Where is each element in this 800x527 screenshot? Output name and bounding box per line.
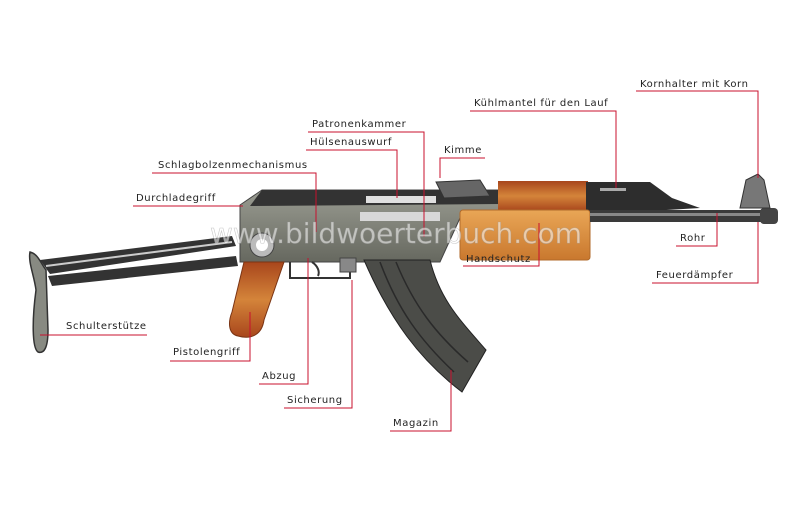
label-huelsenauswurf: Hülsenauswurf (310, 137, 392, 148)
label-sicherung: Sicherung (287, 395, 343, 406)
label-handschutz: Handschutz (466, 254, 531, 265)
label-patronenkammer: Patronenkammer (312, 119, 407, 130)
label-kornhalter: Kornhalter mit Korn (640, 79, 749, 90)
leader-lines (40, 90, 759, 432)
upper-handguard (498, 181, 588, 211)
pistol-grip (229, 261, 285, 338)
label-abzug: Abzug (262, 371, 297, 382)
label-schlagbolzen: Schlagbolzenmechanismus (158, 160, 308, 171)
shoulder-stock (28, 236, 238, 354)
receiver (239, 189, 501, 263)
label-kuehlmantel: Kühlmantel für den Lauf (474, 98, 609, 109)
label-kimme: Kimme (444, 145, 482, 156)
label-schulterstuetze: Schulterstütze (66, 321, 147, 332)
magazine (363, 259, 487, 393)
trigger (311, 261, 320, 277)
front-sight (739, 173, 771, 209)
gas-tube (586, 182, 700, 214)
label-durchladegriff: Durchladegriff (136, 193, 216, 204)
safety-lever (339, 257, 357, 273)
label-pistolengriff: Pistolengriff (173, 347, 241, 358)
label-feuerdaempfer: Feuerdämpfer (656, 270, 734, 281)
label-magazin: Magazin (393, 418, 439, 429)
muzzle-brake (760, 208, 778, 224)
label-rohr: Rohr (680, 233, 706, 244)
rear-sight (435, 179, 491, 199)
lower-handguard (459, 209, 591, 261)
watermark: www.bildwoerterbuch.com (210, 217, 583, 250)
